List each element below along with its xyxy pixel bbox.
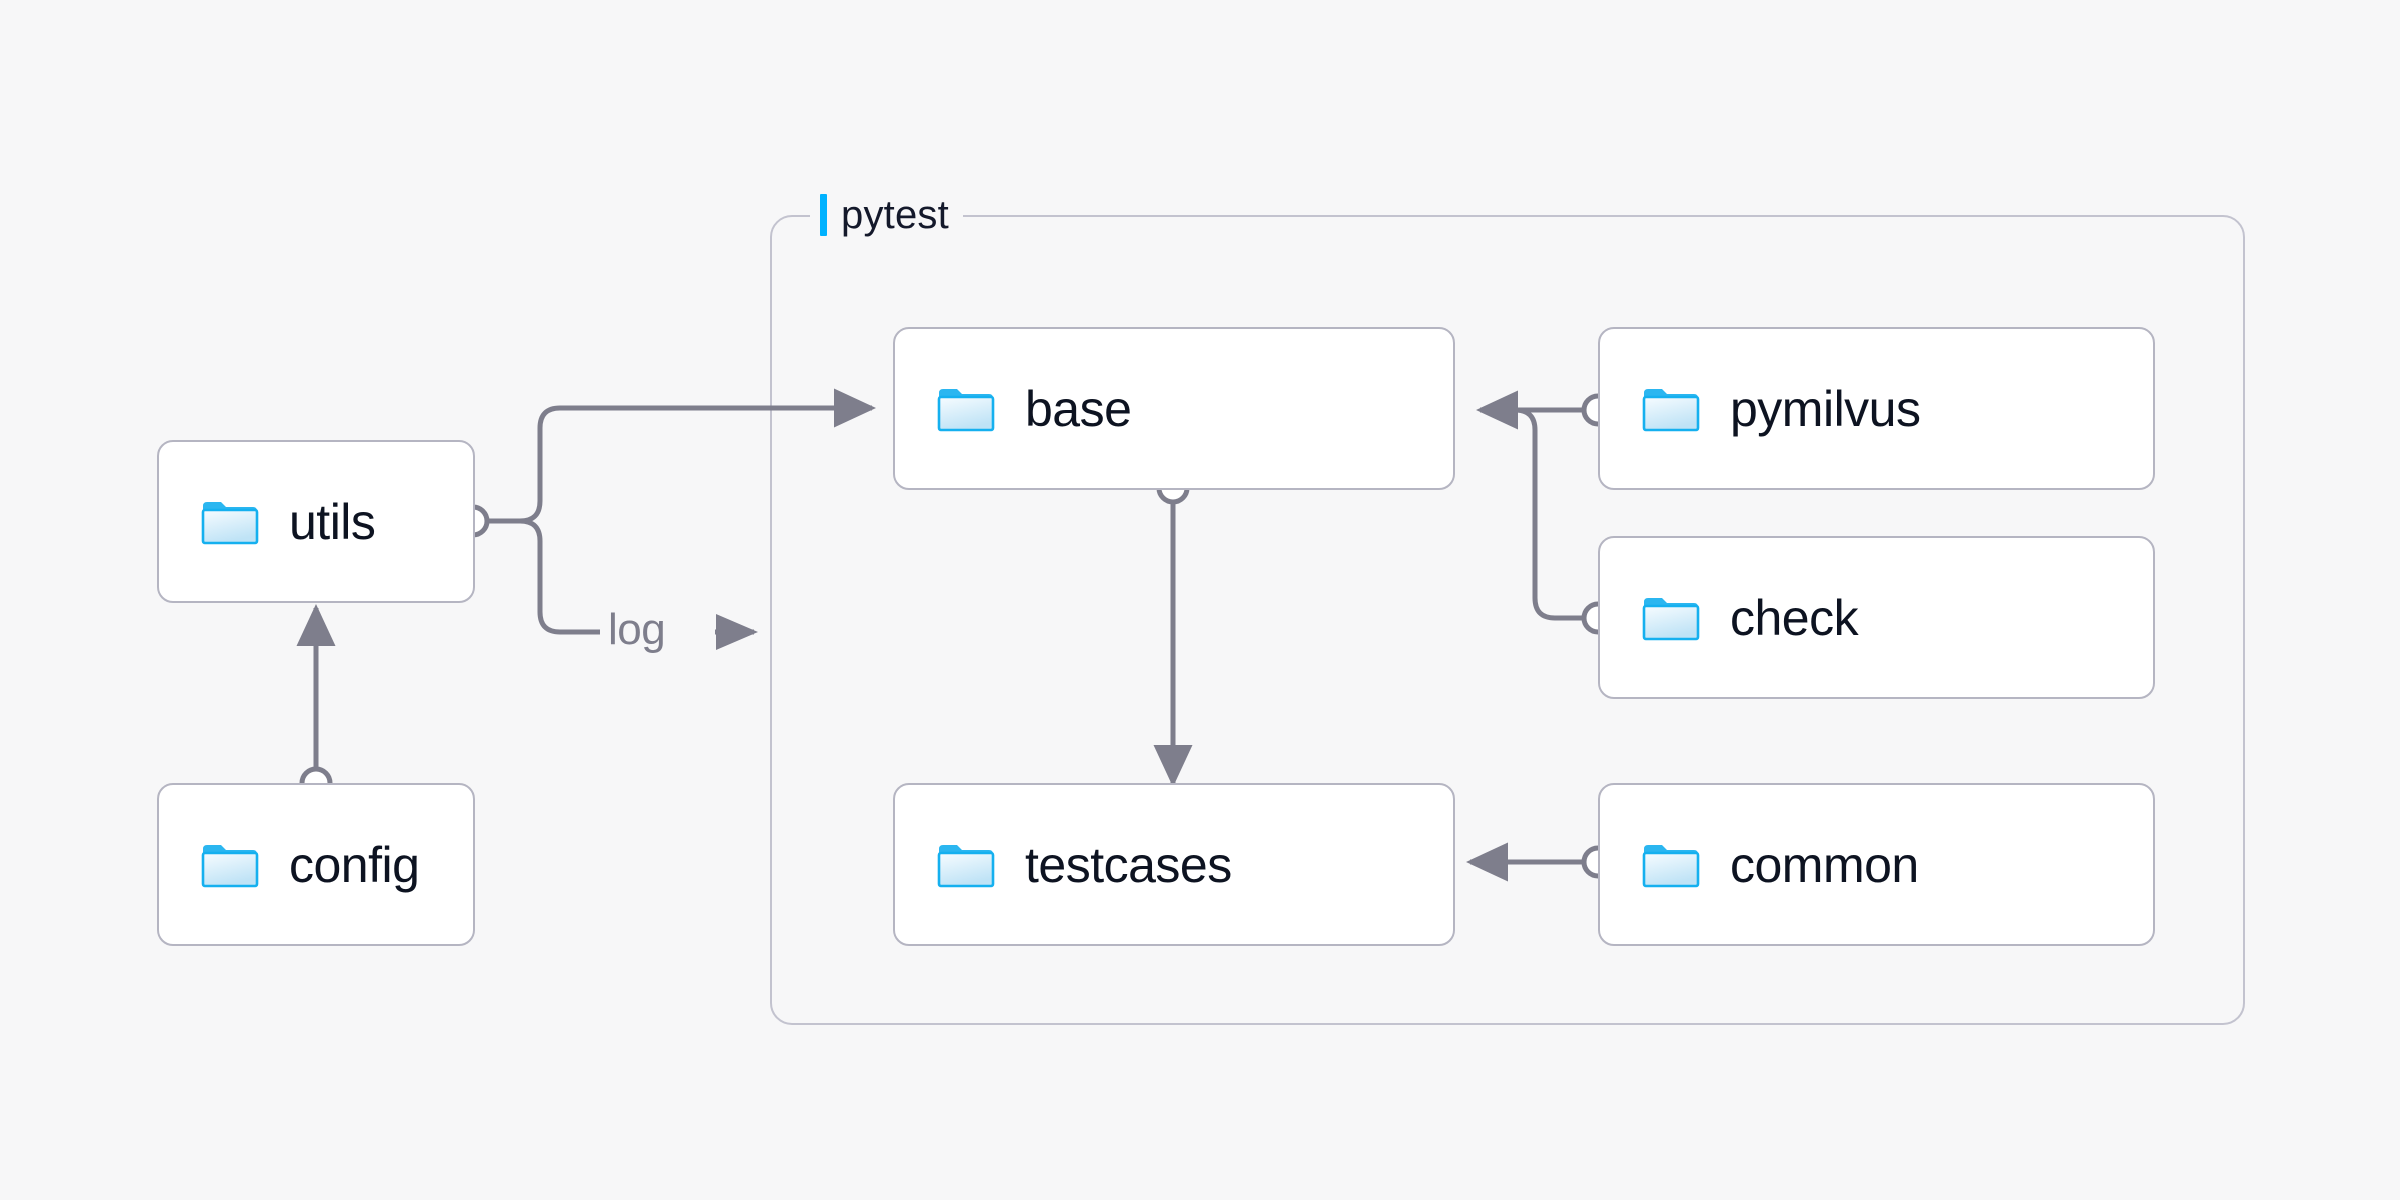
- node-label: check: [1730, 589, 1859, 646]
- node-label: config: [289, 836, 420, 893]
- node-label: testcases: [1025, 836, 1232, 893]
- folder-icon: [1642, 597, 1700, 640]
- node-label: pymilvus: [1730, 380, 1921, 437]
- folder-icon: [937, 844, 995, 887]
- folder-icon: [201, 501, 259, 544]
- edge-utils-to-log: [488, 518, 600, 635]
- group-pytest: [770, 215, 2245, 1025]
- node-label: utils: [289, 493, 376, 550]
- node-label: base: [1025, 380, 1132, 437]
- edge-label-log: log: [608, 605, 666, 654]
- folder-icon: [1642, 844, 1700, 887]
- node-common[interactable]: common: [1598, 783, 2155, 946]
- node-pymilvus[interactable]: pymilvus: [1598, 327, 2155, 490]
- group-accent-bar: [820, 194, 827, 236]
- node-testcases[interactable]: testcases: [893, 783, 1455, 946]
- folder-icon: [201, 844, 259, 887]
- node-check[interactable]: check: [1598, 536, 2155, 699]
- node-label: common: [1730, 836, 1919, 893]
- node-utils[interactable]: utils: [157, 440, 475, 603]
- group-pytest-label: pytest: [841, 193, 949, 237]
- node-config[interactable]: config: [157, 783, 475, 946]
- node-base[interactable]: base: [893, 327, 1455, 490]
- folder-icon: [937, 388, 995, 431]
- group-pytest-label-wrap: pytest: [810, 192, 963, 238]
- folder-icon: [1642, 388, 1700, 431]
